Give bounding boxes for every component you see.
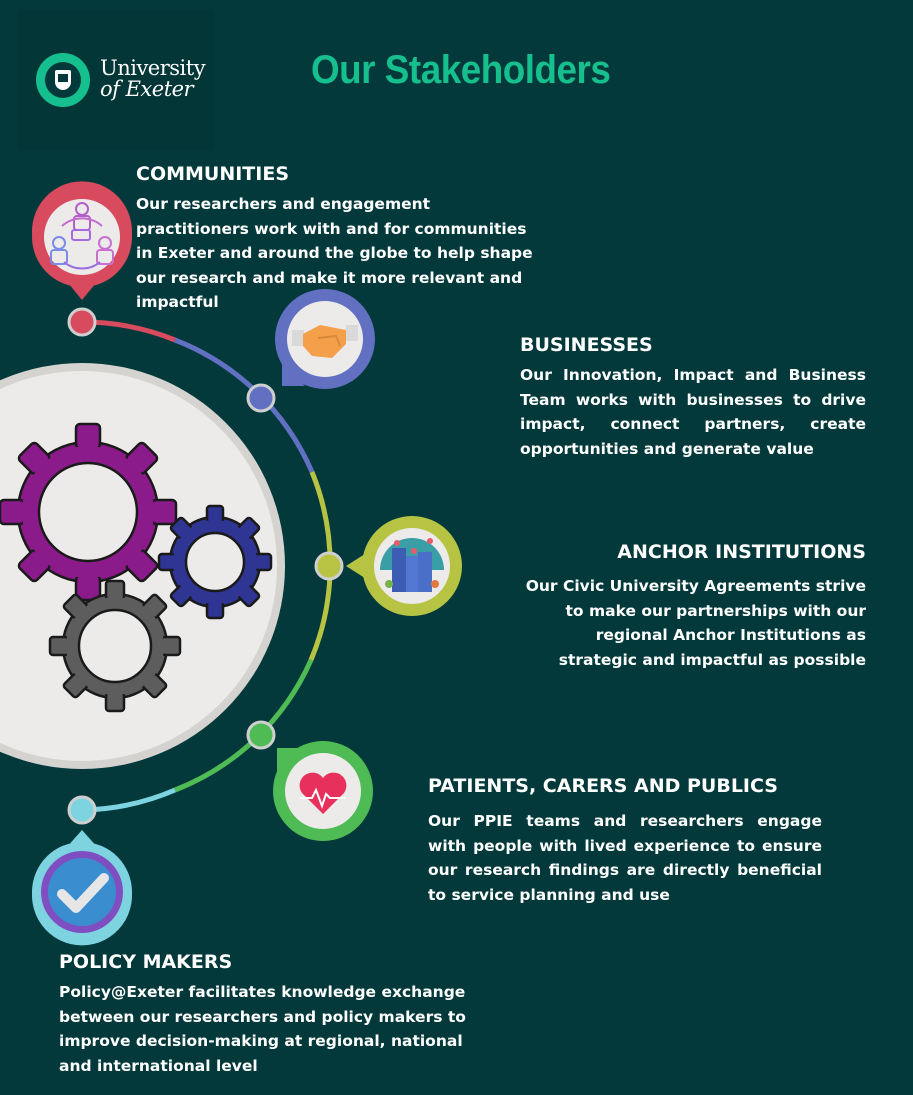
policy-makers-heading: POLICY MAKERS [59, 951, 233, 973]
handshake-icon [275, 289, 375, 389]
anchor-institutions-text: Our Civic University Agreements strive t… [525, 577, 866, 669]
heartbeat-icon [273, 741, 373, 841]
city-buildings-icon [346, 516, 462, 616]
policy-makers-text: Policy@Exeter facilitates knowledge exch… [59, 983, 466, 1075]
patients-heading: PATIENTS, CARERS AND PUBLICS [428, 775, 778, 797]
logo-line-2: of Exeter [100, 77, 194, 101]
anchor-institutions-heading: ANCHOR INSTITUTIONS [617, 541, 866, 563]
logo-line-1: University [100, 56, 206, 80]
communities-text: Our researchers and engagement practitio… [136, 195, 533, 311]
patients-text: Our PPIE teams and researchers engage wi… [428, 812, 822, 904]
communities-heading: COMMUNITIES [136, 163, 290, 185]
university-seal-icon [36, 53, 90, 107]
timeline-nodes [67, 307, 344, 825]
checkmark-badge-icon [31, 830, 133, 946]
university-logo[interactable]: University of Exeter [100, 56, 206, 101]
businesses-heading: BUSINESSES [520, 334, 653, 356]
community-people-icon [31, 181, 132, 300]
gears-icon [0, 422, 273, 713]
businesses-text: Our Innovation, Impact and Business Team… [520, 366, 866, 458]
page-title: Our Stakeholders [311, 48, 611, 92]
